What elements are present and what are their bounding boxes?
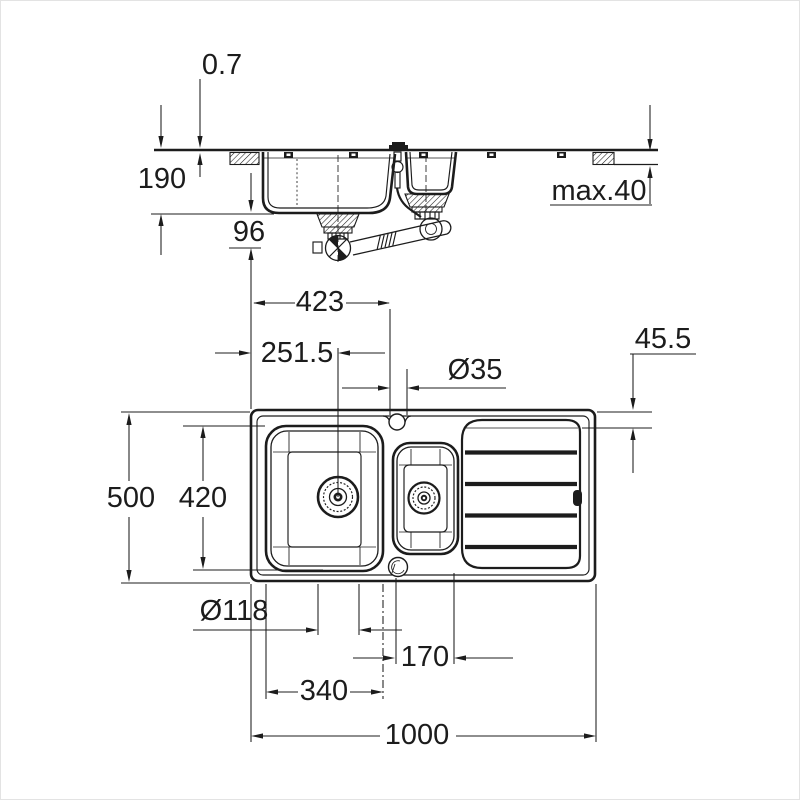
trap-elbow-shading: [329, 235, 347, 261]
dim-label-main-drain-from-left: 251.5: [261, 337, 334, 369]
drainboard: [460, 418, 582, 570]
dim-label-sheet-thickness: 0.7: [202, 49, 242, 81]
dimension-arrowheads: [126, 136, 653, 739]
main-bowl-profile-outer: [261, 152, 397, 215]
main-bowl-base: [287, 451, 362, 548]
drainboard-outline: [460, 418, 582, 570]
main-bowl-outer: [264, 424, 385, 573]
small-coupling-ribs: [414, 211, 440, 220]
small-drain-basket: [417, 491, 431, 505]
waste-pipe-bottom: [352, 233, 448, 256]
small-bowl-inner: [396, 446, 455, 551]
dim-label-overall-depth: 500: [107, 482, 155, 514]
knob-detail: [391, 560, 405, 575]
main-bowl-facets: [273, 432, 376, 565]
fixing-clip-highlights: [286, 153, 564, 156]
dim-label-tap-to-small-drain: 170: [401, 641, 449, 673]
dim-label-main-bowl-width: 340: [300, 675, 348, 707]
overflow-hose: [395, 187, 422, 218]
main-bowl: [264, 424, 385, 573]
dim-label-drain-dia: Ø118: [200, 595, 269, 627]
small-waste-assembly: [404, 193, 450, 241]
dim-label-worktop-thickness: max.40: [551, 175, 646, 207]
waste-pipe-collar: [376, 231, 397, 250]
small-bowl-profile-inner: [409, 151, 453, 191]
small-bowl-facets: [399, 449, 452, 548]
dim-label-overall-length: 1000: [385, 719, 450, 751]
sink-outline: [249, 408, 597, 583]
overflow-pipe: [391, 151, 422, 218]
side-section-view: [154, 142, 658, 265]
small-strainer-flange: [411, 206, 443, 213]
small-elbow-outer: [419, 217, 443, 241]
dim-label-edge-to-drainer: 45.5: [635, 323, 691, 355]
dimension-lines: [121, 79, 696, 742]
worktop-section-left: [229, 151, 260, 166]
sink-inner-rim: [256, 415, 590, 576]
small-bowl-outer: [391, 441, 460, 556]
small-bowl: [391, 441, 460, 556]
worktop-section-right: [592, 151, 615, 166]
tap-hole: [388, 413, 406, 431]
main-waste-assembly: [312, 213, 360, 262]
dim-label-tap-hole-dia: Ø35: [448, 354, 503, 386]
plan-view: [249, 408, 597, 583]
small-drain: [407, 481, 441, 515]
waste-pipe: [349, 220, 452, 256]
small-drain-knurl: [412, 486, 436, 510]
dim-label-tap-from-left: 423: [296, 286, 344, 318]
small-drain-ring: [407, 481, 441, 515]
waste-control-knob: [387, 556, 409, 578]
main-bowl-profile-inner: [267, 152, 391, 209]
dimension-labels: 0.7 190 96 max.40 423 251.5 Ø35 45.5 500…: [107, 49, 691, 751]
waste-pipe-endcap: [441, 220, 452, 235]
overflow-slot: [573, 490, 582, 506]
waste-pipe-top: [349, 220, 443, 243]
small-drain-center-hole: [422, 496, 426, 500]
dimension-line-segments: [121, 79, 696, 742]
tap-hole-plug: [389, 142, 408, 150]
trap-outlet-stub: [312, 241, 323, 254]
dim-label-bowl-depth: 190: [138, 163, 186, 195]
small-elbow-inner: [425, 223, 437, 235]
overflow-tube: [394, 171, 401, 189]
drainboard-grooves: [465, 450, 577, 550]
small-strainer-body: [404, 193, 450, 208]
dim-label-bowl-front-back: 420: [179, 482, 227, 514]
main-bowl-inner: [270, 430, 379, 567]
dim-label-trap-drop: 96: [233, 216, 265, 248]
